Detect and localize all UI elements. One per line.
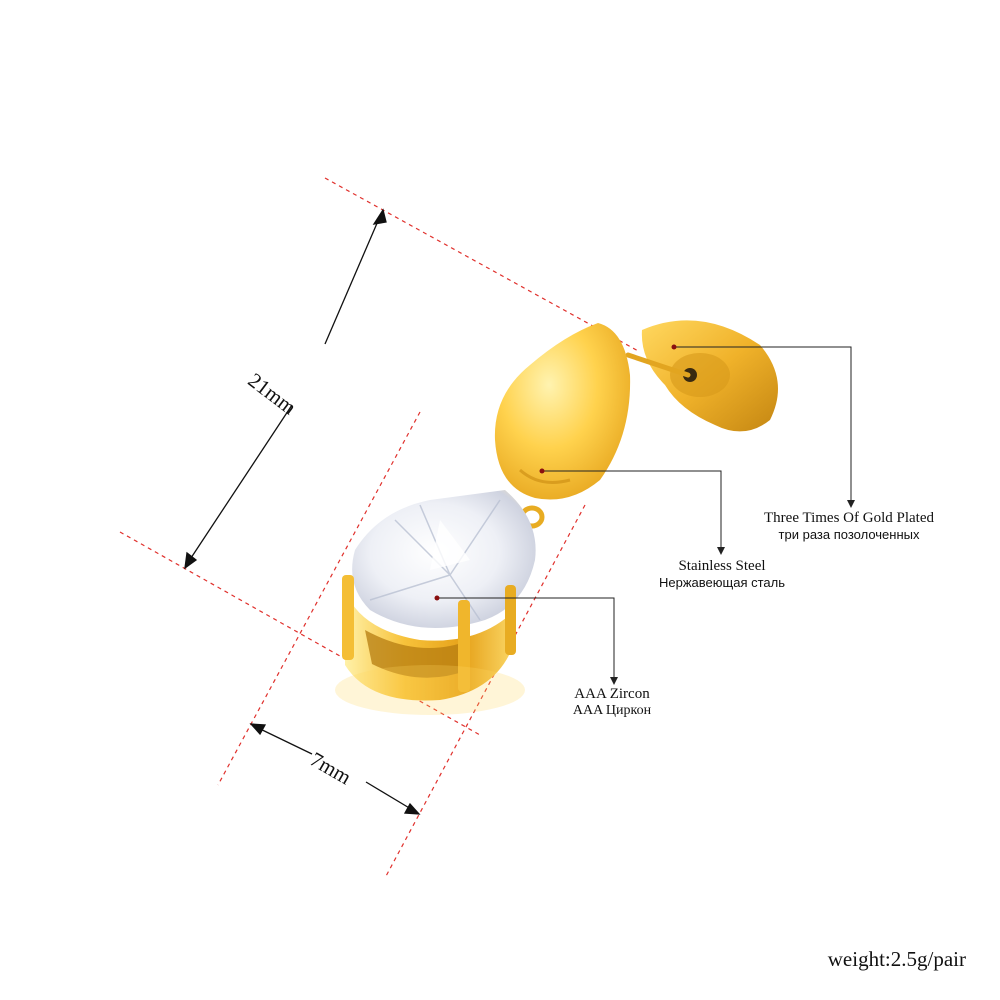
stone-callout: AAA Zircon AAA Циркон <box>556 686 668 719</box>
plating-callout-ru: три раза позолоченных <box>778 527 920 542</box>
callout-leaders <box>437 346 852 682</box>
gold-plate <box>494 323 631 500</box>
weight-label: weight:2.5g/pair <box>827 947 966 971</box>
material-callout: Stainless Steel Нержавеющая сталь <box>648 558 796 590</box>
zircon-stone <box>352 490 536 628</box>
material-callout-ru: Нержавеющая сталь <box>659 575 785 590</box>
earring-back <box>625 320 778 432</box>
callout-arrowheads <box>610 500 855 685</box>
plating-callout-en: Three Times Of Gold Plated <box>764 510 934 526</box>
guide-lines <box>119 177 641 879</box>
gold-setting <box>335 575 525 715</box>
stone-callout-ru: AAA Циркон <box>572 703 652 718</box>
material-callout-en: Stainless Steel <box>678 558 766 574</box>
dimension-arrows <box>184 208 421 815</box>
stone-callout-en: AAA Zircon <box>574 686 650 702</box>
plating-callout: Three Times Of Gold Plated три раза позо… <box>746 510 952 542</box>
callout-dots <box>434 344 677 601</box>
